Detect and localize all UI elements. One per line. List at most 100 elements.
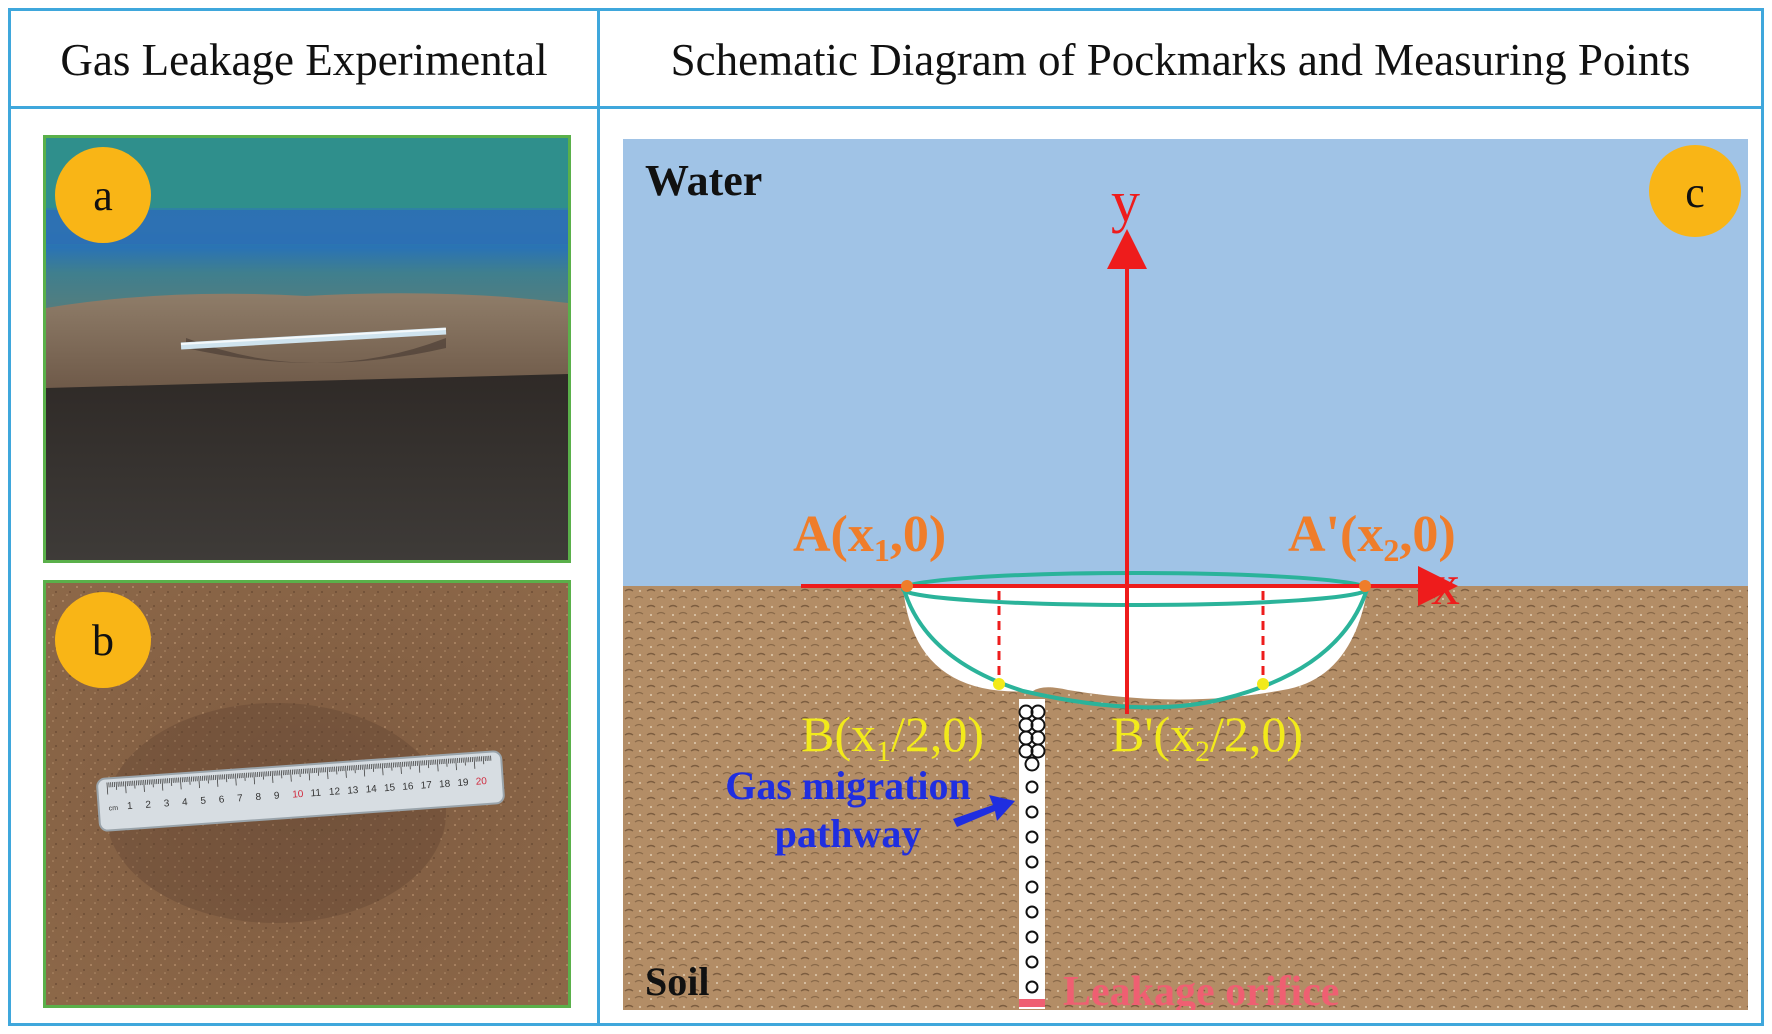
ruler-tick-mark — [372, 763, 375, 772]
point-b-prime-label: B'(x2/2,0) — [1111, 706, 1303, 768]
gas-bubble — [1030, 743, 1046, 759]
column-divider — [597, 8, 600, 1026]
ruler-tick-mark — [363, 764, 366, 777]
ruler-tick-mark — [381, 763, 384, 776]
ruler-tick-mark — [317, 767, 319, 776]
gas-bubble — [1025, 830, 1039, 844]
ruler-tick-mark — [409, 761, 411, 770]
point-a-prime-label: A'(x2,0) — [1288, 506, 1456, 568]
ruler-tick-mark — [152, 779, 154, 788]
ruler-tick-mark — [134, 780, 136, 789]
ruler-tick-mark — [161, 778, 164, 791]
ruler-tick-label: 9 — [274, 790, 281, 801]
ruler-tick-mark — [262, 771, 264, 780]
ruler-tick-label: 11 — [310, 788, 322, 800]
ruler-tick-label: 1 — [127, 801, 134, 812]
badge-b: b — [55, 592, 151, 688]
ruler-tick-label: 13 — [347, 785, 359, 797]
ruler-tick-label: 8 — [255, 792, 262, 803]
gas-bubble — [1024, 756, 1040, 772]
ruler-tick-label: 20 — [475, 776, 487, 788]
point-b-marker — [993, 678, 1005, 690]
ruler-tick-mark — [198, 776, 200, 789]
ruler-tick-mark — [299, 769, 301, 778]
ruler-tick-mark — [455, 758, 457, 771]
ruler-tick-label: 16 — [402, 781, 414, 793]
ruler-tick-mark — [207, 775, 209, 784]
ruler-tick-mark — [143, 779, 145, 792]
ruler-tick-mark — [189, 776, 191, 785]
gas-bubble — [1025, 980, 1039, 994]
soil-label: Soil — [645, 959, 709, 1004]
point-a-marker — [901, 580, 913, 592]
ruler-tick-mark — [418, 760, 421, 773]
gas-bubble — [1025, 780, 1039, 794]
ruler-tick-mark — [473, 756, 476, 769]
schematic-diagram-panel: Water Soil c y x A(x1,0) A'(x2,0) B(x1/2… — [623, 139, 1748, 1010]
ruler-tick-mark — [436, 759, 439, 772]
ruler-tick-mark — [290, 769, 292, 782]
gas-migration-label-line2: pathway — [775, 811, 922, 856]
y-axis-label: y — [1111, 169, 1140, 234]
point-a-prime-marker — [1359, 580, 1371, 592]
point-b-prime-marker — [1257, 678, 1269, 690]
ruler-tick-label: 17 — [420, 780, 432, 792]
gas-bubble — [1025, 855, 1039, 869]
ruler-tick-mark — [235, 773, 237, 786]
water-region — [623, 139, 1748, 586]
water-label: Water — [645, 156, 762, 205]
header-gas-leakage-experimental: Gas Leakage Experimental — [60, 35, 548, 85]
ruler-tick-label: cm — [109, 805, 119, 813]
ruler-tick-label: 12 — [329, 786, 341, 798]
ruler-tick-mark — [253, 772, 256, 785]
gas-bubble — [1025, 905, 1039, 919]
ruler-tick-mark — [308, 768, 311, 781]
photo-a-tank-side-view: a — [43, 135, 571, 563]
gas-bubble — [1025, 805, 1039, 819]
ruler-tick-label: 19 — [457, 777, 469, 789]
badge-c-label: c — [1685, 168, 1705, 217]
figure-frame — [8, 8, 1764, 1026]
ruler-tick-mark — [354, 765, 356, 774]
gas-bubble — [1025, 955, 1039, 969]
ruler-tick-mark — [400, 761, 402, 774]
gas-pathway-arrow — [953, 795, 1015, 827]
ruler-tick-mark — [280, 770, 283, 779]
ruler-tick-mark — [225, 774, 228, 783]
ruler-tick-label: 7 — [237, 793, 244, 804]
point-b-label: B(x1/2,0) — [801, 706, 984, 768]
ruler-tick-mark — [446, 758, 448, 767]
ruler-tick-mark — [216, 774, 219, 787]
gas-migration-label-line1: Gas migration — [725, 763, 971, 808]
ruler-tick-label: 10 — [292, 789, 304, 801]
ruler-tick-mark — [464, 757, 466, 766]
badge-a: a — [55, 147, 151, 243]
header-divider — [8, 106, 1764, 109]
badge-b-label: b — [92, 616, 114, 665]
ruler-tick-label: 4 — [182, 797, 189, 808]
ruler-tick-mark — [345, 765, 347, 778]
ruler-tick-mark — [179, 777, 182, 790]
badge-c: c — [1649, 145, 1741, 237]
x-axis-label: x — [1431, 552, 1460, 617]
crater-bottom-edge — [901, 585, 1370, 710]
gas-bubble — [1025, 930, 1039, 944]
ruler-tick-mark — [271, 770, 274, 783]
leakage-orifice-label: Leakage orifice — [1063, 969, 1339, 1010]
ruler-tick-label: 15 — [384, 782, 396, 794]
point-a-label: A(x1,0) — [793, 506, 946, 568]
ruler-tick-mark — [170, 777, 173, 787]
ruler-tick-mark — [335, 766, 338, 775]
ruler-tick-label: 6 — [218, 794, 225, 805]
ruler-tick-mark — [326, 767, 329, 780]
header-schematic-diagram: Schematic Diagram of Pockmarks and Measu… — [670, 35, 1691, 85]
ruler-tick-label: 3 — [163, 798, 170, 809]
ruler-tick-mark — [124, 781, 127, 794]
ruler-tick-label: 2 — [145, 799, 152, 810]
ruler-tick-label: 18 — [439, 779, 451, 791]
ruler-tick-mark — [244, 772, 246, 781]
ruler-tick-label: 14 — [365, 784, 377, 796]
ruler-tick-mark — [106, 782, 109, 795]
ruler-tick-mark — [482, 756, 485, 765]
